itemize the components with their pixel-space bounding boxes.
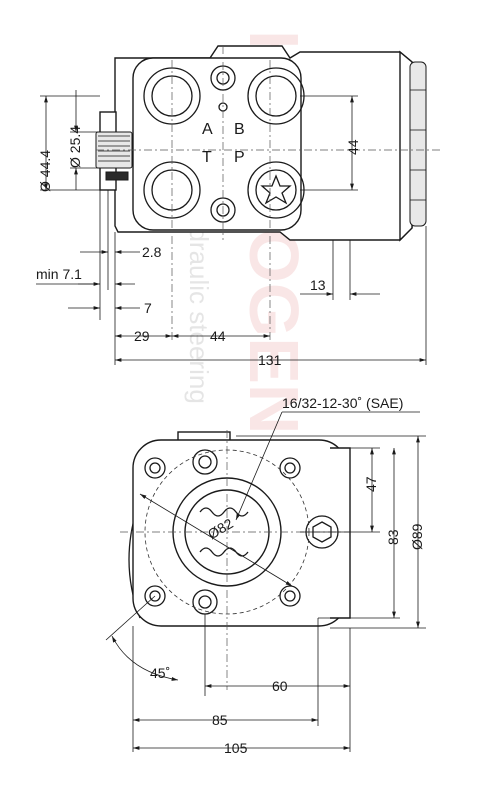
housing-step — [330, 447, 351, 619]
dim-w7: 7 — [144, 300, 152, 316]
dim-d25-4: Ø 25.4 — [67, 126, 83, 168]
dim-d44-4: Ø 44.4 — [37, 150, 53, 192]
dim-d89: Ø89 — [409, 523, 425, 550]
dim-min7-1: min 7.1 — [36, 266, 82, 282]
dim-h44: 44 — [345, 139, 361, 155]
dim-angle45: 45˚ — [150, 665, 170, 681]
gerotor-cap — [409, 61, 427, 227]
bolt-hole-br — [279, 585, 301, 607]
dim-w131: 131 — [258, 352, 282, 368]
port-label-t: T — [202, 149, 212, 166]
dim-w105: 105 — [224, 740, 248, 756]
shaft-seal — [105, 171, 129, 181]
bolt-hole-bl — [144, 585, 166, 607]
port-label-p: P — [234, 149, 245, 166]
thread-spec: 16/32-12-30˚ (SAE) — [282, 395, 403, 411]
watermark-sub: hydraulic steering — [184, 200, 214, 404]
dim-h47: 47 — [363, 476, 379, 492]
dim-w2-8: 2.8 — [142, 244, 162, 260]
dim-w60: 60 — [272, 678, 288, 694]
dim-w29: 29 — [134, 328, 150, 344]
dim-w13: 13 — [310, 277, 326, 293]
port-label-b: B — [234, 121, 245, 138]
top-view: A B T P Ø 44.4 Ø 25.4 44 2.8 — [36, 45, 440, 368]
spline-teeth — [98, 135, 130, 162]
end-cap — [399, 50, 413, 242]
bolt-hole-tr — [279, 457, 301, 479]
bolt-hole-tl — [144, 457, 166, 479]
port-face — [132, 57, 302, 231]
port-label-a: A — [202, 121, 213, 138]
dim-w85: 85 — [212, 712, 228, 728]
dim-h83: 83 — [385, 529, 401, 545]
bolt-hole-tc — [192, 449, 218, 475]
front-view: Ø82 16/32-12-30˚ (SAE) 47 83 Ø89 45˚ 60 — [105, 395, 426, 756]
dim-w44: 44 — [210, 328, 226, 344]
star-plug-icon — [260, 174, 292, 205]
